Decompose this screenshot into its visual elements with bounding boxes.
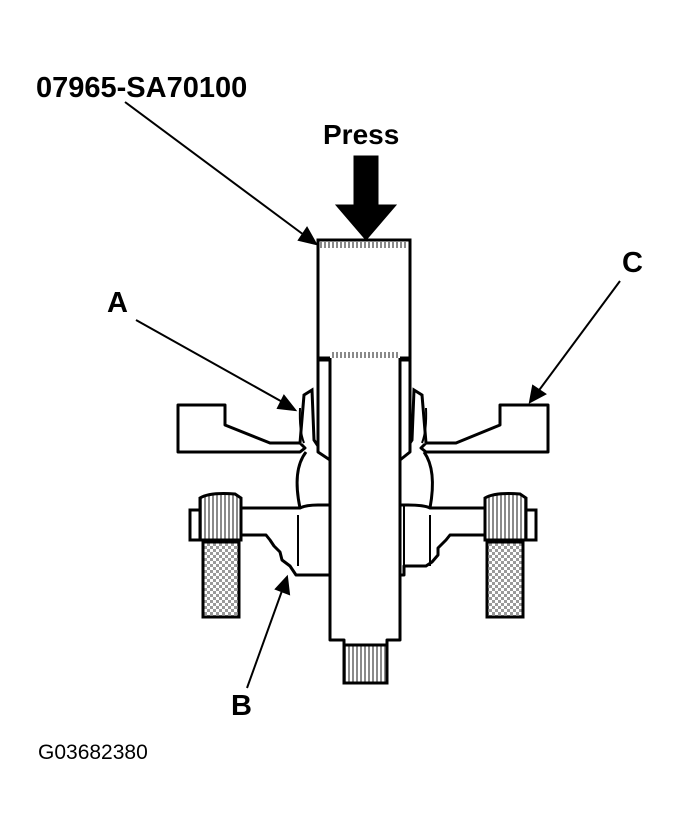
callout-c-label: C [622,247,643,279]
callout-b-label: B [231,690,252,722]
press-arrow [334,155,398,241]
wheel-stud-left [188,492,243,619]
press-label: Press [323,119,400,150]
leader-lines [124,101,621,689]
figure-code-label: G03682380 [38,741,148,764]
knuckle-housing [176,387,550,454]
special-tool-07965-sa70100 [316,238,412,685]
tool-number-label: 07965-SA70100 [36,72,248,104]
wheel-stud-right [483,492,538,619]
callout-a-label: A [107,287,128,319]
